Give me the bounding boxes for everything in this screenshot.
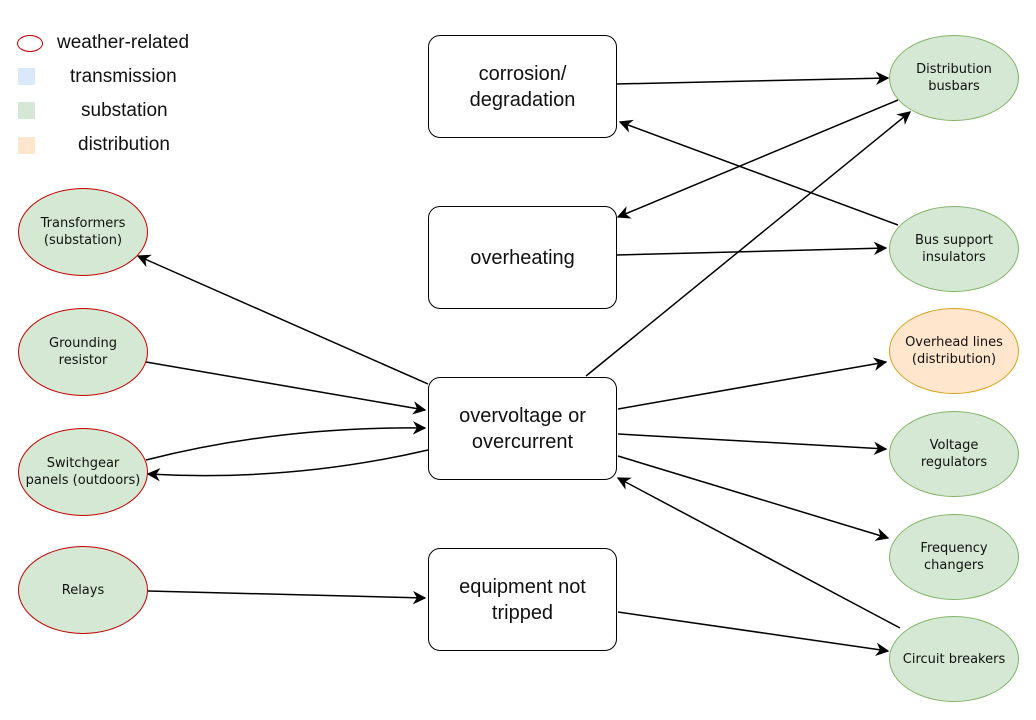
grounding-resistor-node: Grounding resistor <box>18 308 148 396</box>
frequency-changers-label: Frequency changers <box>920 541 988 573</box>
legend-transmission-label: transmission <box>70 66 177 87</box>
not-tripped-box: equipment not tripped <box>428 548 617 651</box>
corrosion-box: corrosion/ degradation <box>428 35 617 138</box>
not-tripped-label: equipment not tripped <box>459 575 586 624</box>
legend-distribution-label: distribution <box>78 134 170 155</box>
edge-not-tripped-to-breakers <box>617 611 890 656</box>
frequency-changers-node: Frequency changers <box>889 514 1019 600</box>
circuit-breakers-node: Circuit breakers <box>889 616 1019 702</box>
voltage-regulators-label: Voltage regulators <box>920 438 988 470</box>
edge-relays-to-not-tripped <box>147 590 427 605</box>
distribution-busbars-node: Distribution busbars <box>889 35 1019 121</box>
distribution-busbars-label: Distribution busbars <box>916 62 992 94</box>
edge-grounding-to-overvoltage <box>145 361 427 415</box>
transformers-node: Transformers (substation) <box>18 188 148 276</box>
transformers-label: Transformers (substation) <box>40 216 126 248</box>
edge-switchgear-to-overvoltage <box>145 421 427 461</box>
edge-overheating-to-insulators <box>615 241 888 256</box>
edge-overvoltage-to-busbars <box>585 111 912 377</box>
edge-busbars-to-overheating <box>616 99 899 219</box>
overheating-box: overheating <box>428 206 617 309</box>
edge-overvoltage-to-regulators <box>617 433 888 456</box>
bus-support-insulators-node: Bus support insulators <box>889 206 1019 292</box>
edge-overvoltage-to-switchgear <box>146 449 429 482</box>
circuit-breakers-label: Circuit breakers <box>902 651 1006 667</box>
edge-breakers-to-overvoltage <box>616 477 901 629</box>
edge-overvoltage-to-transformers <box>136 254 429 385</box>
legend-substation-label: substation <box>81 100 168 121</box>
edge-insulators-to-corrosion <box>618 119 899 226</box>
overhead-lines-node: Overhead lines (distribution) <box>889 308 1019 394</box>
edge-overvoltage-to-frequency <box>617 455 890 541</box>
overvoltage-box: overvoltage or overcurrent <box>428 377 617 480</box>
overhead-lines-label: Overhead lines (distribution) <box>905 335 1003 367</box>
edge-overvoltage-to-overhead <box>617 357 888 410</box>
corrosion-label: corrosion/ degradation <box>469 62 576 111</box>
relays-node: Relays <box>18 546 148 634</box>
switchgear-node: Switchgear panels (outdoors) <box>18 428 148 516</box>
grounding-resistor-label: Grounding resistor <box>49 336 117 368</box>
edge-corrosion-to-busbars <box>615 71 890 86</box>
switchgear-label: Switchgear panels (outdoors) <box>25 456 141 488</box>
overvoltage-label: overvoltage or overcurrent <box>459 404 586 453</box>
voltage-regulators-node: Voltage regulators <box>889 411 1019 497</box>
bus-support-insulators-label: Bus support insulators <box>915 233 993 265</box>
weather-legend-swatch <box>17 35 43 52</box>
distribution-legend-swatch <box>18 137 35 154</box>
substation-legend-swatch <box>18 102 35 119</box>
relays-label: Relays <box>61 582 105 598</box>
legend-weather-label: weather-related <box>57 32 190 53</box>
transmission-legend-swatch <box>18 68 35 85</box>
overheating-label: overheating <box>470 246 575 269</box>
